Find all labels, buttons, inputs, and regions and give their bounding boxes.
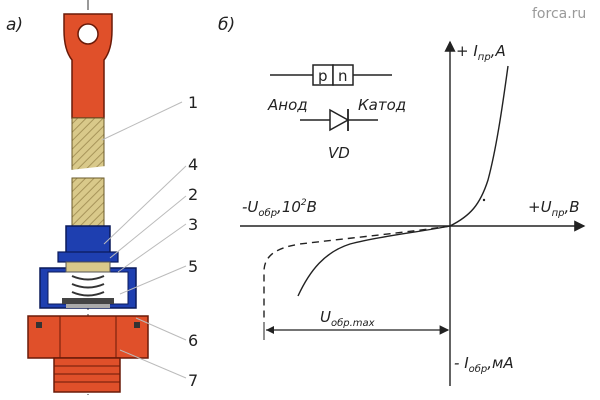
- insulator-housing: [39, 225, 137, 309]
- flexible-lead: [70, 117, 106, 229]
- pn-n-label: n: [338, 67, 348, 85]
- axes: [240, 40, 586, 386]
- callout-6: 6: [188, 331, 198, 350]
- diode-construction: а): [6, 0, 198, 395]
- diode-characteristic: б) p n Анод Катод VD + Iпр,А: [218, 15, 586, 386]
- callout-7: 7: [188, 371, 198, 390]
- watermark: forca.ru: [532, 6, 586, 22]
- axis-y-positive-label: + Iпр,А: [456, 42, 506, 63]
- diode-symbol: Анод Катод VD: [267, 96, 406, 162]
- anode-label: Анод: [267, 96, 308, 114]
- callout-3: 3: [188, 215, 198, 234]
- threaded-stud: [53, 357, 121, 393]
- axis-x-negative-label: -Uобр,102В: [242, 198, 317, 219]
- callout-5: 5: [188, 257, 198, 276]
- panel-a-label: а): [6, 15, 23, 35]
- callout-2: 2: [188, 185, 198, 204]
- pn-p-label: p: [318, 67, 328, 85]
- panel-b-label: б): [218, 15, 235, 35]
- axis-x-positive-label: +Uпр,В: [528, 198, 580, 219]
- callout-leaders: [101, 101, 187, 379]
- reverse-curve-dashed: [263, 225, 451, 320]
- curve-dot: [482, 198, 486, 202]
- top-terminal-lug: [63, 13, 113, 119]
- umax-label: Uобр.max: [320, 308, 375, 329]
- callout-4: 4: [188, 155, 198, 174]
- cathode-label: Катод: [358, 96, 406, 114]
- base-hex: [27, 315, 149, 359]
- callout-1: 1: [188, 93, 198, 112]
- axis-y-negative-label: - Iобр,мА: [454, 354, 514, 375]
- vd-label: VD: [328, 144, 350, 162]
- pn-junction-symbol: p n: [270, 64, 392, 86]
- forward-curve: [449, 65, 509, 227]
- reverse-curve-solid: [297, 225, 451, 297]
